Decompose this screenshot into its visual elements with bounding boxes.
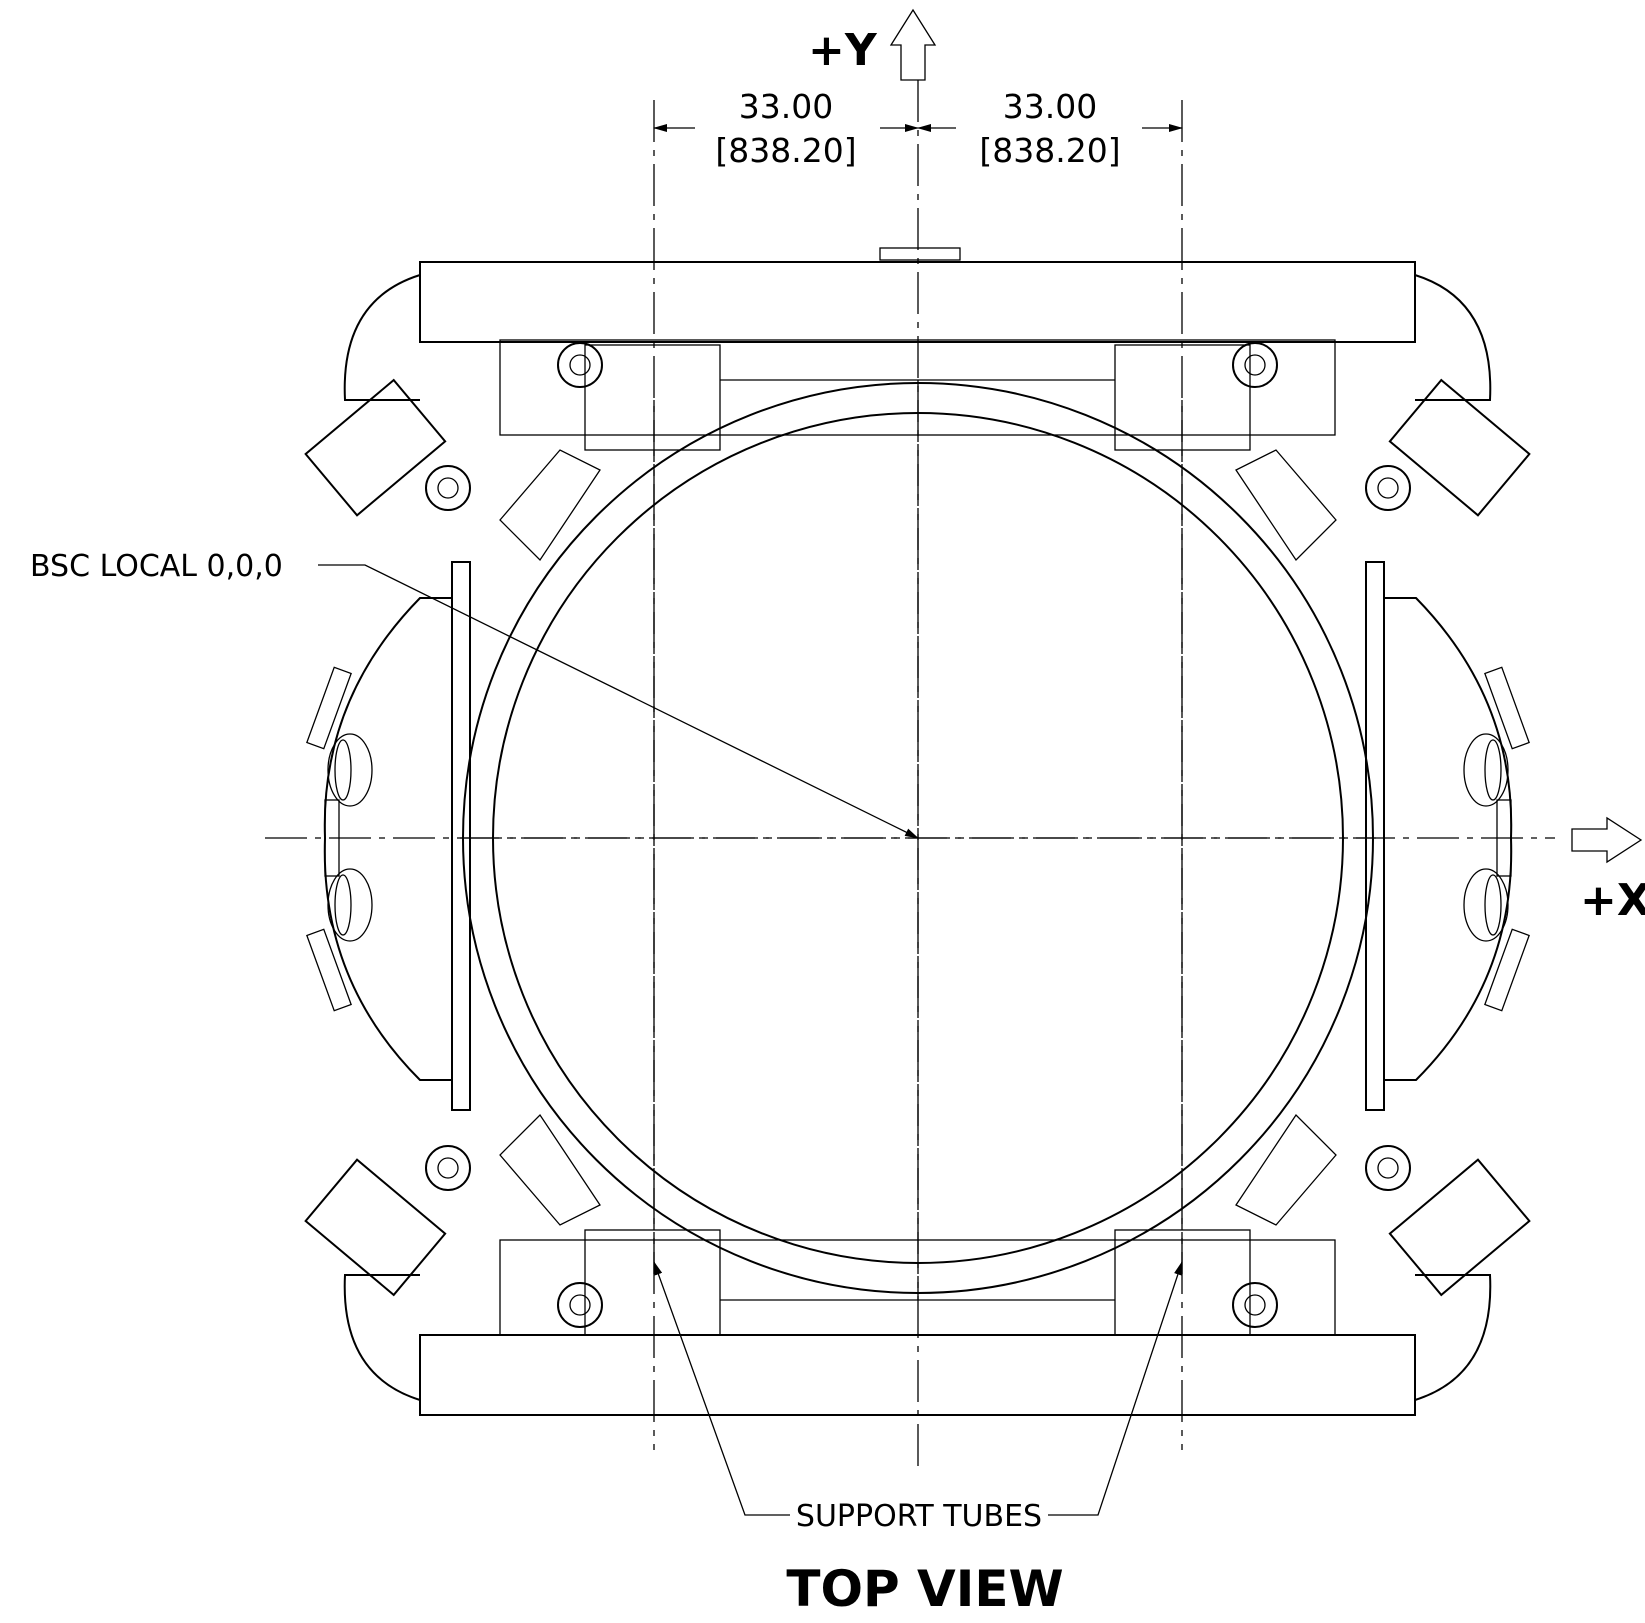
ports-right	[1463, 666, 1530, 1012]
view-title: TOP VIEW	[786, 1560, 1063, 1618]
dimension-right: 33.00 [838.20]	[917, 87, 1183, 170]
dim-right-mm: [838.20]	[979, 131, 1120, 170]
support-callout: SUPPORT TUBES	[653, 1261, 1183, 1534]
actuator-bottom-right	[1232, 1145, 1531, 1401]
support-callout-text: SUPPORT TUBES	[796, 1499, 1042, 1534]
actuator-top-left	[304, 274, 603, 517]
ports-left	[306, 666, 373, 1012]
chamber	[304, 247, 1531, 1416]
actuator-top-right	[1232, 274, 1531, 517]
support-block-br	[1114, 1229, 1251, 1336]
dim-left-mm: [838.20]	[715, 131, 856, 170]
flange-right	[1365, 561, 1385, 1111]
axis-y-arrow-icon	[889, 8, 937, 81]
flange-left	[451, 561, 471, 1111]
axis-x-arrow-icon	[1571, 816, 1643, 864]
actuator-bottom-left	[304, 1145, 603, 1401]
center-lines	[265, 80, 1555, 1470]
dim-left-inches: 33.00	[739, 87, 833, 126]
origin-callout: BSC LOCAL 0,0,0	[30, 549, 919, 839]
axis-y: +Y	[808, 8, 937, 81]
origin-callout-text: BSC LOCAL 0,0,0	[30, 549, 283, 584]
axis-x-label: +X	[1580, 875, 1645, 926]
axis-x: +X	[1571, 816, 1645, 926]
support-block-tl	[584, 344, 721, 451]
braces	[499, 449, 1337, 1226]
frame-top	[419, 261, 1416, 343]
dimension-left: 33.00 [838.20]	[653, 87, 919, 170]
dim-right-inches: 33.00	[1003, 87, 1097, 126]
axis-y-label: +Y	[808, 25, 878, 76]
support-block-bl	[584, 1229, 721, 1336]
